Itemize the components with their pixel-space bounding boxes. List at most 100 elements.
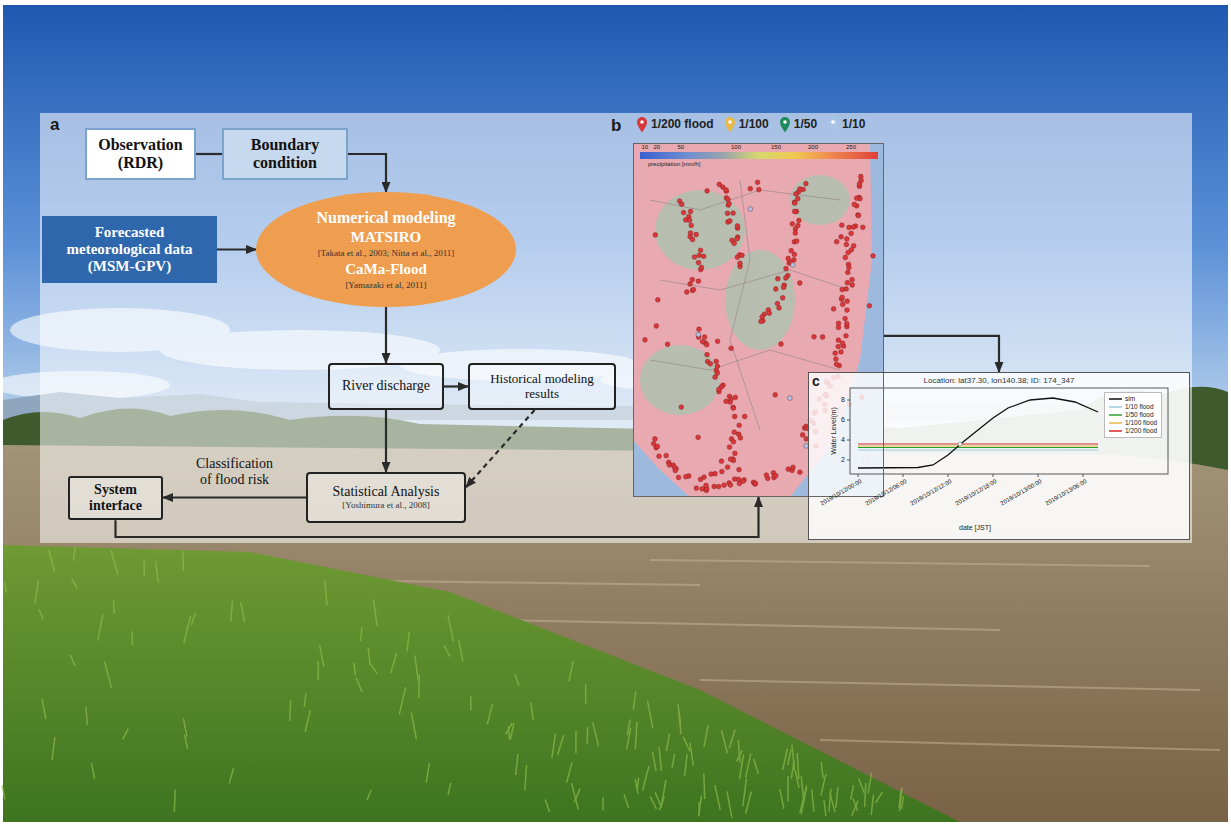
illustration-part — [790, 175, 850, 225]
grass-blade — [373, 599, 377, 626]
flood-marker — [852, 202, 857, 207]
grass-blade — [868, 773, 872, 794]
hydrograph — [808, 372, 1190, 540]
axis-title: Water Level(m) — [830, 407, 838, 455]
flood-marker — [733, 395, 738, 400]
grass-blade — [71, 578, 77, 588]
flood-marker — [700, 339, 705, 344]
flood-marker — [727, 201, 732, 206]
grass-blade — [659, 797, 664, 810]
connector — [163, 496, 306, 498]
flood-marker — [679, 405, 684, 410]
grass-blade — [459, 640, 463, 661]
illustration-part — [640, 345, 720, 415]
illustration-part — [1083, 474, 1084, 477]
flood-marker — [780, 295, 785, 300]
flood-marker — [738, 261, 743, 266]
flood-marker — [664, 453, 669, 458]
flood-marker — [840, 341, 845, 346]
flood-marker — [690, 237, 695, 242]
flood-marker — [791, 465, 796, 470]
connector — [348, 154, 386, 192]
flood-marker — [839, 234, 844, 239]
grass-blade — [370, 663, 377, 673]
flood-marker — [856, 213, 861, 218]
grass-blade — [715, 785, 720, 810]
flood-marker — [688, 282, 693, 287]
flood-marker — [731, 406, 736, 411]
illustration-part — [903, 474, 904, 477]
grass-blade — [727, 791, 732, 818]
flood-marker — [696, 435, 701, 440]
flood-marker — [845, 270, 850, 275]
flood-marker — [839, 350, 844, 355]
flood-marker — [696, 332, 701, 337]
flood-marker — [732, 430, 737, 435]
illustration-part — [858, 449, 1098, 450]
pin-hole — [640, 120, 644, 124]
grass-blade — [368, 647, 370, 665]
flood-marker — [775, 301, 780, 306]
illustration-part — [650, 350, 840, 370]
node-text: Historical modeling results — [475, 372, 609, 402]
grass-blade — [801, 776, 803, 797]
model-ellipse: Numerical modelingMATSIRO[Takata et al.,… — [256, 192, 516, 307]
grass-blade — [851, 785, 854, 800]
legend-text: 1/100 — [739, 118, 769, 132]
grass-blade — [685, 754, 688, 775]
grass-blade — [320, 645, 324, 667]
legend-text: 1/200 flood — [651, 118, 714, 132]
flood-marker — [704, 483, 709, 488]
grass-blade — [49, 550, 55, 571]
grass-blade — [426, 763, 429, 782]
grass-blade — [746, 753, 751, 777]
grass-blade — [821, 762, 823, 778]
grass-blade — [624, 794, 629, 808]
flood-marker — [834, 239, 839, 244]
line-swatch — [1109, 403, 1122, 411]
node-subtext: [Yoshimura et al., 2008] — [342, 500, 429, 510]
grass-blade — [182, 551, 184, 571]
flood-marker — [836, 344, 841, 349]
grass-blade — [780, 789, 784, 809]
flood-marker — [692, 255, 697, 260]
flood-marker — [790, 263, 795, 268]
flood-marker — [712, 484, 717, 489]
axis-ticks — [847, 400, 1083, 477]
flood-marker — [724, 399, 729, 404]
pin-marker — [725, 117, 735, 133]
grass-blade — [738, 740, 740, 763]
grass-blade — [812, 789, 814, 811]
grass-blade — [666, 733, 669, 751]
flood-marker — [850, 283, 855, 288]
grass-blade — [98, 614, 103, 640]
illustration-part — [725, 250, 795, 350]
colorbar-tick: 20 — [654, 144, 661, 151]
flood-marker — [790, 221, 795, 226]
crossing-dot — [958, 442, 962, 446]
grass-blade — [900, 787, 902, 811]
grass-blade — [2, 785, 5, 799]
node-text: System interface — [75, 482, 156, 514]
grass-blade — [183, 718, 187, 736]
flood-marker — [840, 295, 845, 300]
pin-marker — [637, 117, 647, 133]
pin-hole — [783, 120, 787, 124]
flood-marker — [797, 218, 802, 223]
grass-blade — [787, 776, 789, 802]
illustration-part — [847, 460, 850, 461]
flood-marker — [684, 290, 689, 295]
flood-marker — [748, 186, 753, 191]
flood-marker — [720, 469, 725, 474]
grass-blade — [52, 737, 55, 760]
legend-item: sim — [1109, 395, 1157, 403]
illustration-part — [730, 180, 760, 430]
illustration-part — [500, 620, 1000, 630]
flood-marker — [844, 333, 849, 338]
line-swatch — [1109, 427, 1122, 435]
illustration-part — [820, 740, 1220, 750]
flood-marker — [844, 242, 849, 247]
flood-marker — [699, 265, 704, 270]
grass-blade — [788, 749, 792, 765]
grass-blade — [899, 790, 901, 808]
